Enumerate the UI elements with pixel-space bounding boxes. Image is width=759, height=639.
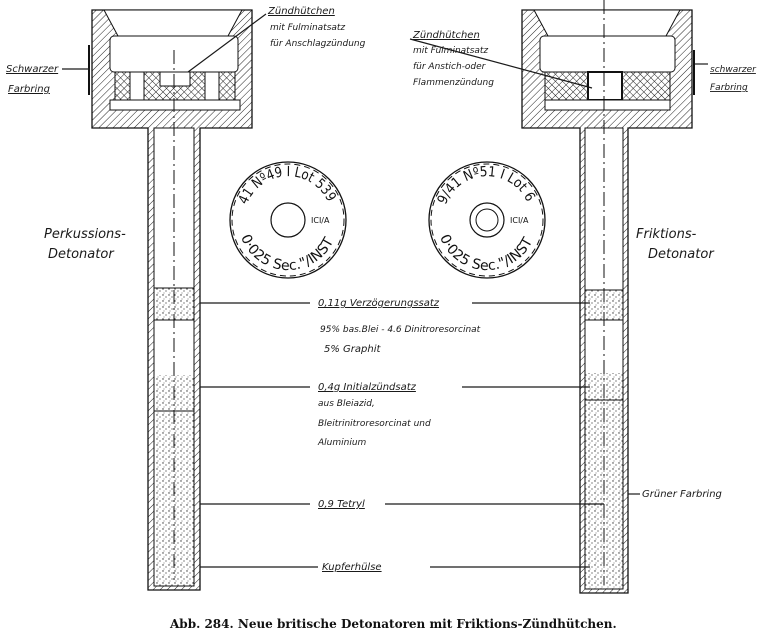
friction-detonator-drawing: [521, 0, 695, 594]
green-ring-label: Grüner Farbring: [642, 489, 722, 500]
right-cap-label-3: für Anstich-oder: [413, 62, 487, 72]
leader-lines: [62, 13, 708, 568]
left-cap-label-2: mit Fulminatsatz: [270, 23, 345, 33]
right-cap-label-4: Flammenzündung: [413, 78, 494, 88]
tetryl-label: 0,9 Tetryl: [318, 499, 365, 510]
left-ring-label: Schwarzer: [6, 64, 59, 75]
right-cap-label: Zündhütchen: [412, 30, 480, 41]
right-cap-label-2: mit Fulminatsatz: [413, 46, 488, 56]
left-detonator-name-2: Detonator: [48, 247, 115, 262]
initiator-composition-3: Aluminium: [317, 438, 367, 448]
delay-charge-label: 0,11g Verzögerungssatz: [318, 298, 440, 309]
copper-shell-label: Kupferhülse: [322, 562, 382, 573]
left-detonator-name: Perkussions-: [44, 227, 126, 242]
percussion-detonator-drawing: [88, 9, 253, 591]
initiator-composition-1: aus Bleiazid,: [318, 399, 375, 409]
delay-composition-1: 95% bas.Blei - 4.6 Dinitroresorcinat: [320, 325, 481, 335]
figure-caption: Abb. 284. Neue britische Detonatoren mit…: [169, 617, 617, 631]
right-marking-disc: 9/41 Nº51 I Lot 6 0·025 Sec."/INST ICI/A: [428, 161, 546, 279]
left-cap-label-3: für Anschlagzündung: [270, 39, 366, 49]
right-ring-label: schwarzer: [710, 65, 757, 75]
initiator-label: 0,4g Initialzündsatz: [318, 382, 417, 393]
right-ring-label-2: Farbring: [710, 83, 748, 93]
delay-composition-2: 5% Graphit: [324, 344, 381, 355]
left-ring-label-2: Farbring: [8, 84, 50, 95]
left-marking-disc: 41 Nº49 I Lot 539 0·025 Sec."/INST ICI/A: [229, 161, 347, 279]
right-disc-side-text: ICI/A: [510, 216, 529, 225]
initiator-composition-2: Bleitrinitroresorcinat und: [318, 419, 431, 429]
left-cap-label: Zündhütchen: [267, 6, 335, 17]
right-detonator-name: Friktions-: [636, 227, 697, 242]
left-disc-side-text: ICI/A: [311, 216, 330, 225]
right-detonator-name-2: Detonator: [648, 247, 715, 262]
